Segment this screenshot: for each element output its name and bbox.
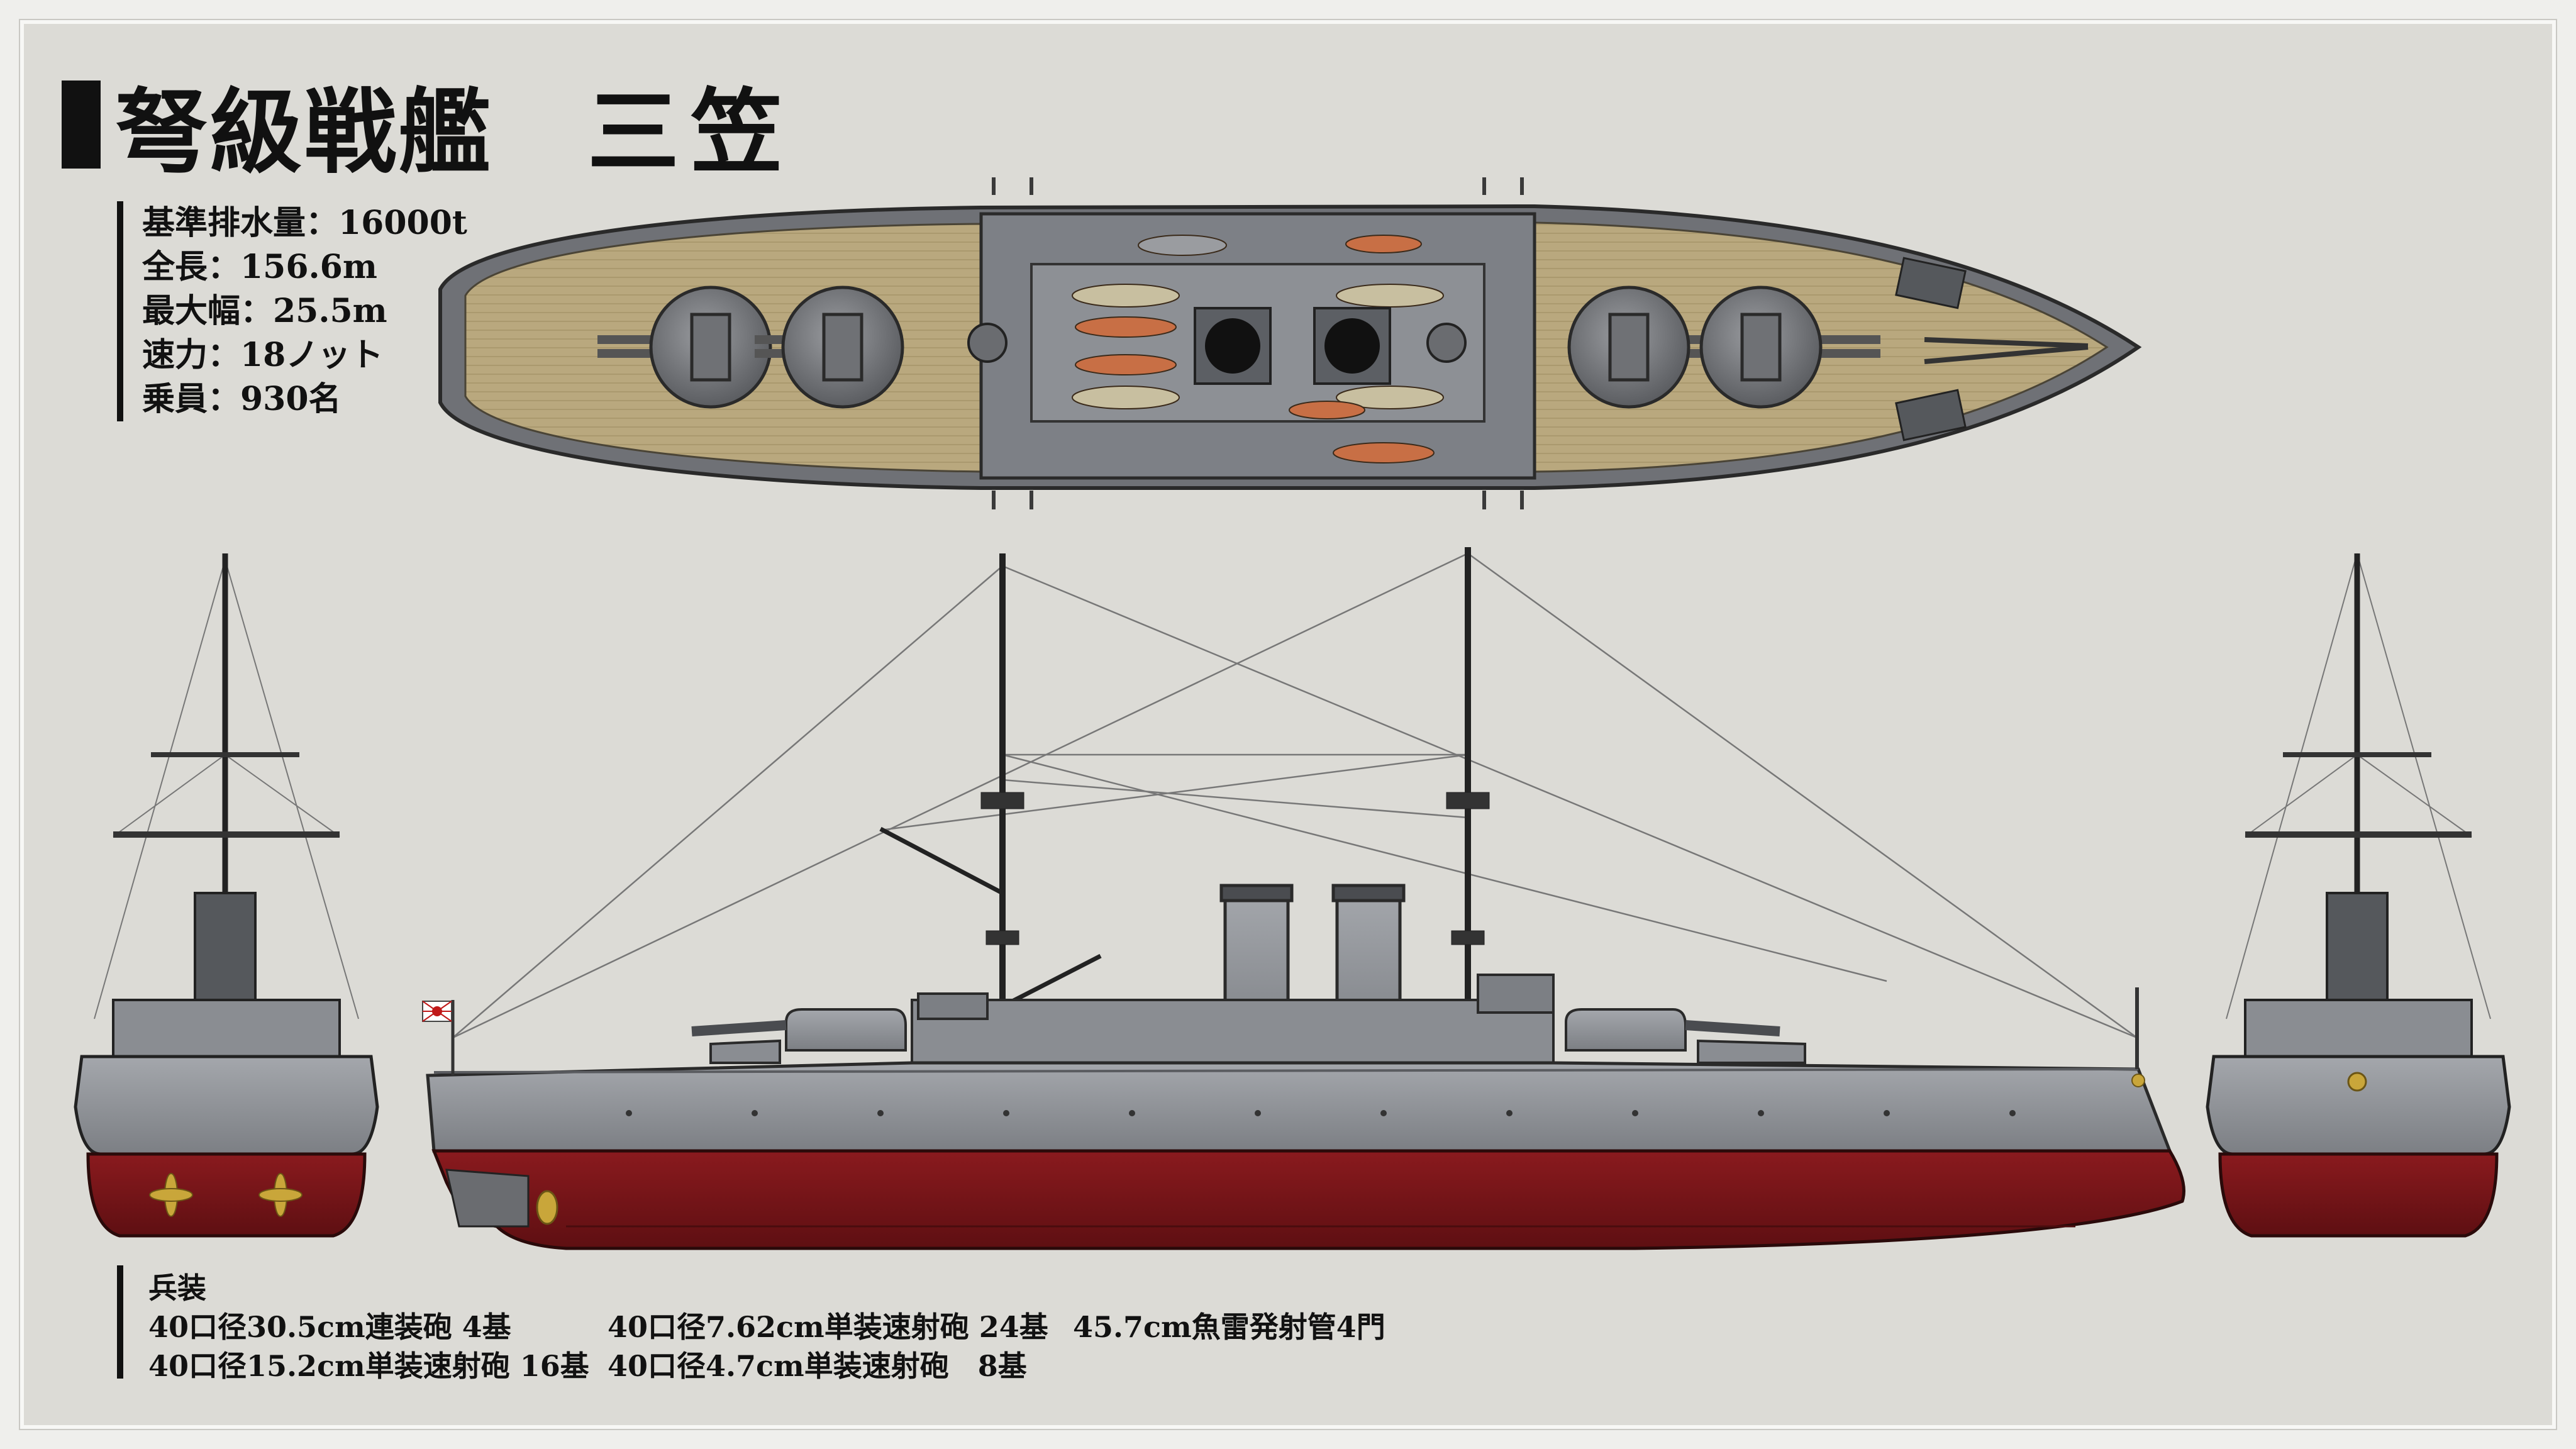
armament-heading: 兵装: [148, 1271, 206, 1305]
armament-4-7cm-guns: 40口径4.7cm単装速射砲 8基: [608, 1349, 1027, 1383]
spec-speed: 速力：18ノット: [142, 336, 384, 374]
side-view: [422, 547, 2185, 1250]
title-marker-bar: [62, 80, 101, 169]
spec-beam: 最大幅：25.5m: [142, 292, 387, 330]
armament-torpedo-tubes: 45.7cm魚雷発射管4門: [1073, 1310, 1385, 1344]
spec-length: 全長：156.6m: [142, 248, 377, 286]
bow-view: [2206, 553, 2511, 1238]
ship-name-title: 三笠: [587, 78, 794, 186]
spec-crew: 乗員：930名: [142, 380, 341, 418]
spec-displacement: 基準排水量：16000t: [142, 204, 467, 242]
top-view: [438, 177, 2142, 509]
title-block: 弩級戦艦 三笠: [62, 79, 794, 186]
stern-view: [74, 553, 379, 1238]
armament-15-2cm-guns: 40口径15.2cm単装速射砲 16基: [148, 1349, 589, 1383]
armament-list: 兵装 40口径30.5cm連装砲 4基 40口径7.62cm単装速射砲 24基 …: [117, 1265, 1532, 1383]
spec-list: 基準排水量：16000t 全長：156.6m 最大幅：25.5m 速力：18ノッ…: [117, 201, 467, 421]
armament-main-guns: 40口径30.5cm連装砲 4基: [148, 1310, 511, 1344]
armament-7-62cm-guns: 40口径7.62cm単装速射砲 24基: [608, 1310, 1048, 1344]
ship-class-title: 弩級戦艦: [116, 78, 493, 186]
